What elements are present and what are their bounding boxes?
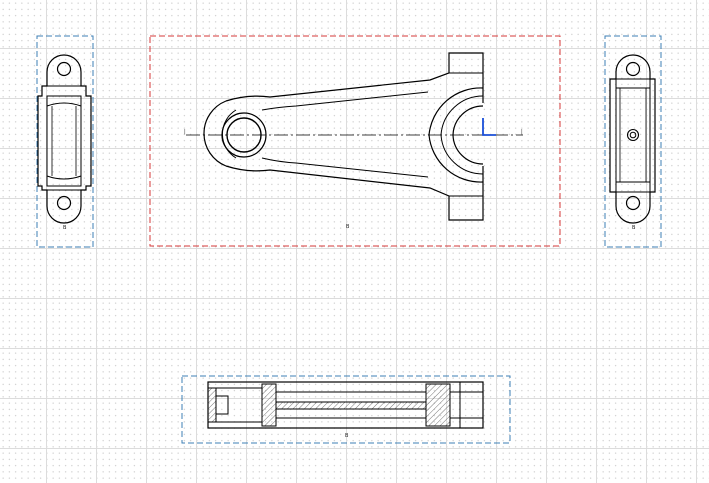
centerline-end-mark: |	[521, 129, 523, 135]
origin-marker-icon[interactable]	[482, 118, 496, 136]
left-part-outline	[37, 54, 92, 224]
left-web	[46, 95, 82, 187]
left-web-curve	[46, 102, 82, 180]
right-part-outline	[609, 54, 656, 224]
arm-upper-edge	[225, 52, 484, 103]
section-left-boss	[215, 395, 229, 415]
arm-lower-edge	[225, 165, 484, 221]
front-view-frame[interactable]	[149, 35, 561, 247]
arm-inner-contour	[261, 91, 429, 178]
section-web-left-hatch	[261, 383, 277, 427]
left-bottom-hole	[56, 195, 72, 211]
section-left-hatch	[207, 387, 217, 423]
centerline-start-mark: |	[184, 129, 186, 135]
section-view-frame[interactable]	[181, 375, 511, 444]
right-view-frame[interactable]	[604, 35, 662, 248]
right-view-label: B	[632, 225, 636, 231]
right-center-hole	[626, 128, 640, 142]
front-view-label: B	[346, 224, 350, 230]
left-top-hole	[56, 61, 72, 77]
section-view-label: B	[345, 433, 349, 439]
section-view[interactable]: B	[181, 375, 511, 444]
section-web-center	[275, 401, 427, 410]
left-view[interactable]: B	[36, 35, 94, 248]
left-boss-outline	[203, 100, 227, 167]
section-web-right-hatch	[425, 383, 451, 427]
front-view[interactable]: | | B	[149, 35, 561, 247]
left-view-label: B	[63, 225, 67, 231]
right-view[interactable]: B	[604, 35, 662, 248]
left-view-frame[interactable]	[36, 35, 94, 248]
right-center-hole-inner	[629, 131, 637, 139]
right-bottom-hole	[625, 195, 641, 211]
right-top-hole	[625, 61, 641, 77]
